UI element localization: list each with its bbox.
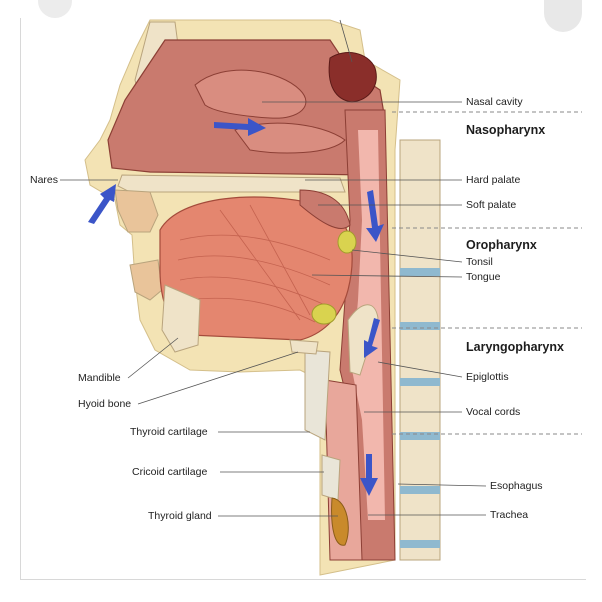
decorative-corner bbox=[544, 0, 582, 32]
lower-lip bbox=[129, 259, 163, 301]
label-epiglottis: Epiglottis bbox=[466, 371, 509, 383]
tongue-muscle-fibers bbox=[177, 204, 331, 323]
hyoid-shape bbox=[289, 339, 319, 355]
cervical-spine bbox=[399, 139, 441, 561]
label-tonsil: Tonsil bbox=[466, 256, 493, 268]
epiglottis-shape bbox=[347, 304, 379, 376]
label-vocal-cords: Vocal cords bbox=[466, 406, 521, 418]
decorative-corner bbox=[38, 0, 72, 18]
label-tongue: Tongue bbox=[466, 271, 501, 283]
hard-palate-shape bbox=[117, 174, 346, 193]
arrow-nasopharynx bbox=[366, 190, 384, 242]
arrow-laryngopharynx bbox=[360, 454, 378, 496]
label-thyroid-cartilage: Thyroid cartilage bbox=[130, 426, 208, 438]
cricoid-cartilage-shape bbox=[321, 454, 341, 501]
region-oropharynx: Oropharynx bbox=[466, 238, 537, 252]
label-esophagus: Esophagus bbox=[490, 480, 543, 492]
label-hard-palate: Hard palate bbox=[466, 174, 521, 186]
region-separators bbox=[392, 111, 582, 435]
label-cricoid-cartilage: Cricoid cartilage bbox=[132, 466, 208, 478]
region-nasopharynx: Nasopharynx bbox=[466, 123, 546, 137]
region-laryngopharynx: Laryngopharynx bbox=[466, 340, 564, 354]
arrow-oropharynx bbox=[364, 318, 380, 358]
nasal-turbinate bbox=[234, 122, 346, 154]
frame-border-left bbox=[20, 18, 21, 580]
leader-lines-left bbox=[60, 179, 338, 517]
arrow-nasal bbox=[214, 118, 266, 136]
nasal-turbinate bbox=[194, 69, 307, 119]
leader-lines-right bbox=[262, 19, 487, 516]
thyroid-cartilage-shape bbox=[304, 349, 331, 441]
label-trachea: Trachea bbox=[490, 509, 529, 521]
soft-palate-shape bbox=[299, 189, 351, 229]
label-nares: Nares bbox=[30, 174, 59, 186]
label-nasal-cavity: Nasal cavity bbox=[466, 96, 523, 108]
frame-border-bottom bbox=[20, 579, 586, 580]
upper-lip bbox=[114, 189, 159, 233]
label-mandible: Mandible bbox=[78, 372, 121, 384]
mandible-shape bbox=[161, 284, 201, 353]
arrow-nares bbox=[88, 184, 116, 224]
sphenoid-sinus bbox=[328, 52, 377, 103]
thyroid-gland-shape bbox=[331, 497, 349, 546]
airflow-arrows bbox=[88, 118, 384, 496]
tonsil-shape bbox=[337, 230, 357, 254]
label-hyoid-bone: Hyoid bone bbox=[78, 398, 132, 410]
label-soft-palate: Soft palate bbox=[466, 199, 517, 211]
label-thyroid-gland: Thyroid gland bbox=[148, 510, 212, 522]
lingual-tonsil bbox=[311, 303, 337, 325]
